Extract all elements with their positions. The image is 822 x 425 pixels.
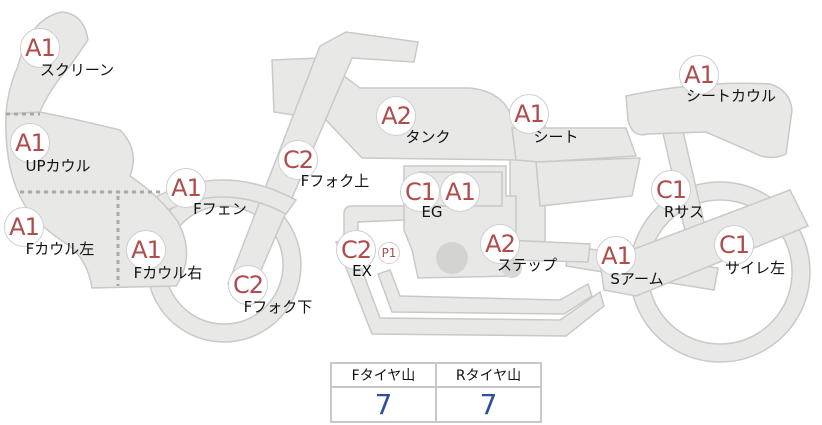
part-label-tank: タンク [405,128,451,146]
grade-badge-engine-secondary: A1 [440,172,480,212]
grade-badge-upper-cowl: A1 [10,123,50,163]
seat-lower [535,157,641,207]
grade-badge-engine: C1 [400,172,440,212]
rear-tire-value: 7 [435,386,542,423]
engine-cover [436,242,468,274]
grade-badge-front-fork-up: C2 [278,140,318,180]
grade-badge-exhaust: C2 [336,230,376,270]
part-label-upper-cowl: UPカウル [25,157,91,175]
grade-badge-exhaust-secondary: P1 [378,242,400,264]
part-label-front-fork-lo: Fフォク下 [243,298,313,316]
part-label-front-cowl-r: Fカウル右 [133,264,203,282]
lower-frame [335,237,605,337]
part-label-front-fork-up: Fフォク上 [300,172,370,190]
part-label-front-fender: Fフェン [193,200,247,218]
part-label-silencer-l: サイレ左 [724,259,786,277]
grade-badge-front-cowl-l: A1 [4,207,44,247]
part-label-swing-arm: Sアーム [610,270,664,288]
grade-badge-silencer-l: C1 [714,225,754,265]
grade-badge-swing-arm: A1 [596,236,636,276]
grade-badge-rear-susp: C1 [651,170,691,210]
grade-badge-front-fender: A1 [166,168,206,208]
tire-tread-table: Fタイヤ山 Rタイヤ山 7 7 [330,362,542,423]
front-tire-value: 7 [330,386,437,423]
exhaust-pipe [377,269,593,315]
part-label-seat-cowl: シートカウル [685,87,777,105]
seat-shape [511,127,638,163]
part-label-seat: シート [533,128,579,146]
grade-badge-seat: A1 [509,94,549,134]
front-tire-header: Fタイヤ山 [330,362,437,388]
grade-badge-front-cowl-r: A1 [126,230,166,270]
part-label-exhaust: EX [352,262,372,280]
part-label-step: ステップ [496,256,558,274]
part-label-rear-susp: Rサス [663,203,705,221]
grade-badge-screen: A1 [20,28,60,68]
grade-badge-seat-cowl: A1 [679,55,719,95]
grade-badge-front-fork-lo: C2 [228,265,268,305]
part-label-engine: EG [421,203,443,221]
exhaust-header [343,205,405,241]
grade-badge-tank: A2 [376,96,416,136]
engine-plug [502,258,522,278]
rear-tire-header: Rタイヤ山 [435,362,542,388]
part-label-front-cowl-l: Fカウル左 [25,240,95,258]
part-label-screen: スクリーン [39,61,115,79]
grade-badge-step: A2 [480,224,520,264]
